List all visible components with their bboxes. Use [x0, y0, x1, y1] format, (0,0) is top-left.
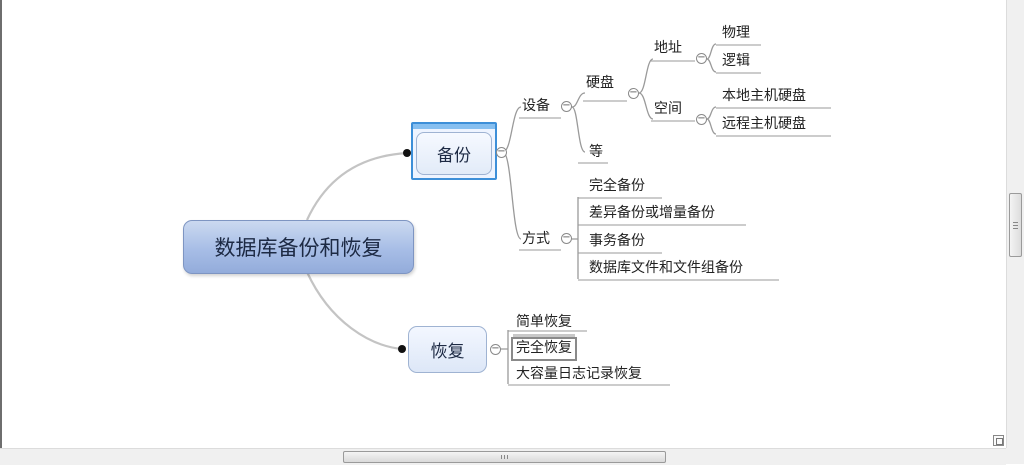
- topic-diff-backup-label: 差异备份或增量备份: [589, 205, 715, 221]
- topic-full-backup[interactable]: 完全备份: [586, 175, 648, 197]
- link-endpoint-dot: [403, 149, 411, 157]
- mindmap-canvas[interactable]: 数据库备份和恢复 备份 − 设备 − 硬盘 − 地址 − 物理 逻辑 空间 − …: [0, 0, 1006, 448]
- topic-logical-label: 逻辑: [722, 53, 750, 69]
- collapse-device-icon[interactable]: −: [561, 100, 572, 112]
- link-space-remote: [706, 118, 717, 135]
- topic-etc[interactable]: 等: [586, 141, 606, 163]
- topic-file-backup[interactable]: 数据库文件和文件组备份: [586, 257, 746, 279]
- root-topic-label: 数据库备份和恢复: [214, 236, 383, 260]
- topic-restore[interactable]: 恢复: [408, 326, 487, 373]
- link-endpoint-dot: [398, 345, 406, 353]
- topic-physical-label: 物理: [722, 25, 750, 41]
- topic-physical[interactable]: 物理: [719, 22, 753, 44]
- link-device-disk: [571, 92, 586, 108]
- grip-line: [507, 455, 508, 459]
- topic-remote-disk[interactable]: 远程主机硬盘: [719, 113, 809, 135]
- selection-handle-bar: [513, 334, 575, 337]
- link-address-physical: [706, 43, 717, 60]
- grip-line: [504, 455, 505, 459]
- topic-remote-disk-label: 远程主机硬盘: [722, 116, 806, 132]
- link-address-logical: [706, 58, 717, 73]
- link-disk-space: [638, 92, 654, 120]
- topic-backup[interactable]: 备份: [411, 122, 497, 180]
- collapse-space-icon[interactable]: −: [696, 113, 707, 125]
- selection-handle-bar: [413, 124, 495, 129]
- topic-backup-frame: [416, 132, 492, 175]
- topic-etc-label: 等: [589, 144, 603, 160]
- link-method-items: [572, 197, 579, 279]
- horizontal-scrollbar[interactable]: [0, 448, 1006, 465]
- horizontal-scroll-thumb[interactable]: [343, 451, 666, 463]
- link-device-etc: [571, 106, 586, 153]
- topic-local-disk-label: 本地主机硬盘: [722, 88, 806, 104]
- topic-backup-label: 备份: [437, 145, 471, 166]
- link-root-backup: [306, 151, 409, 221]
- collapse-disk-icon[interactable]: −: [628, 87, 639, 99]
- topic-space-label: 空间: [654, 101, 682, 117]
- topic-diff-backup[interactable]: 差异备份或增量备份: [586, 202, 718, 224]
- collapse-address-icon[interactable]: −: [696, 52, 707, 64]
- connector-lines: [306, 43, 831, 386]
- vertical-scrollbar[interactable]: [1006, 0, 1024, 448]
- vertical-scroll-thumb[interactable]: [1009, 193, 1022, 257]
- topic-disk[interactable]: 硬盘: [583, 72, 617, 94]
- topic-device[interactable]: 设备: [519, 95, 553, 117]
- topic-txn-backup-label: 事务备份: [589, 233, 645, 249]
- topic-full-backup-label: 完全备份: [589, 178, 645, 194]
- topic-logical[interactable]: 逻辑: [719, 50, 753, 72]
- topic-bulk-restore[interactable]: 大容量日志记录恢复: [513, 363, 645, 385]
- topic-simple-restore-label: 简单恢复: [516, 314, 572, 330]
- topic-space[interactable]: 空间: [651, 98, 685, 120]
- link-space-local: [706, 106, 717, 120]
- topic-address-label: 地址: [654, 40, 682, 56]
- grip-line: [1013, 228, 1018, 229]
- fit-view-button[interactable]: [993, 435, 1004, 446]
- left-border: [0, 0, 2, 448]
- topic-restore-label: 恢复: [430, 342, 465, 362]
- topic-local-disk[interactable]: 本地主机硬盘: [719, 85, 809, 107]
- link-backup-method: [502, 151, 522, 240]
- root-topic[interactable]: 数据库备份和恢复: [183, 220, 414, 274]
- topic-disk-label: 硬盘: [586, 75, 614, 91]
- scrollbar-corner: [1006, 448, 1024, 464]
- link-disk-address: [638, 58, 654, 94]
- collapse-restore-icon[interactable]: −: [490, 343, 501, 355]
- topic-address[interactable]: 地址: [651, 37, 685, 59]
- grip-line: [1013, 225, 1018, 226]
- link-root-restore: [306, 271, 403, 351]
- grip-line: [501, 455, 502, 459]
- link-restore-items: [500, 330, 509, 384]
- collapse-method-icon[interactable]: −: [561, 232, 572, 244]
- topic-method[interactable]: 方式: [519, 228, 553, 250]
- topic-device-label: 设备: [522, 98, 550, 114]
- topic-bulk-restore-label: 大容量日志记录恢复: [516, 366, 642, 382]
- topic-file-backup-label: 数据库文件和文件组备份: [589, 260, 743, 276]
- topic-txn-backup[interactable]: 事务备份: [586, 230, 648, 252]
- collapse-backup-icon[interactable]: −: [496, 146, 507, 158]
- topic-simple-restore[interactable]: 简单恢复: [513, 311, 575, 333]
- topic-full-restore-label: 完全恢复: [516, 340, 572, 356]
- topic-full-restore[interactable]: 完全恢复: [511, 334, 577, 361]
- topic-method-label: 方式: [522, 231, 550, 247]
- grip-line: [1013, 222, 1018, 223]
